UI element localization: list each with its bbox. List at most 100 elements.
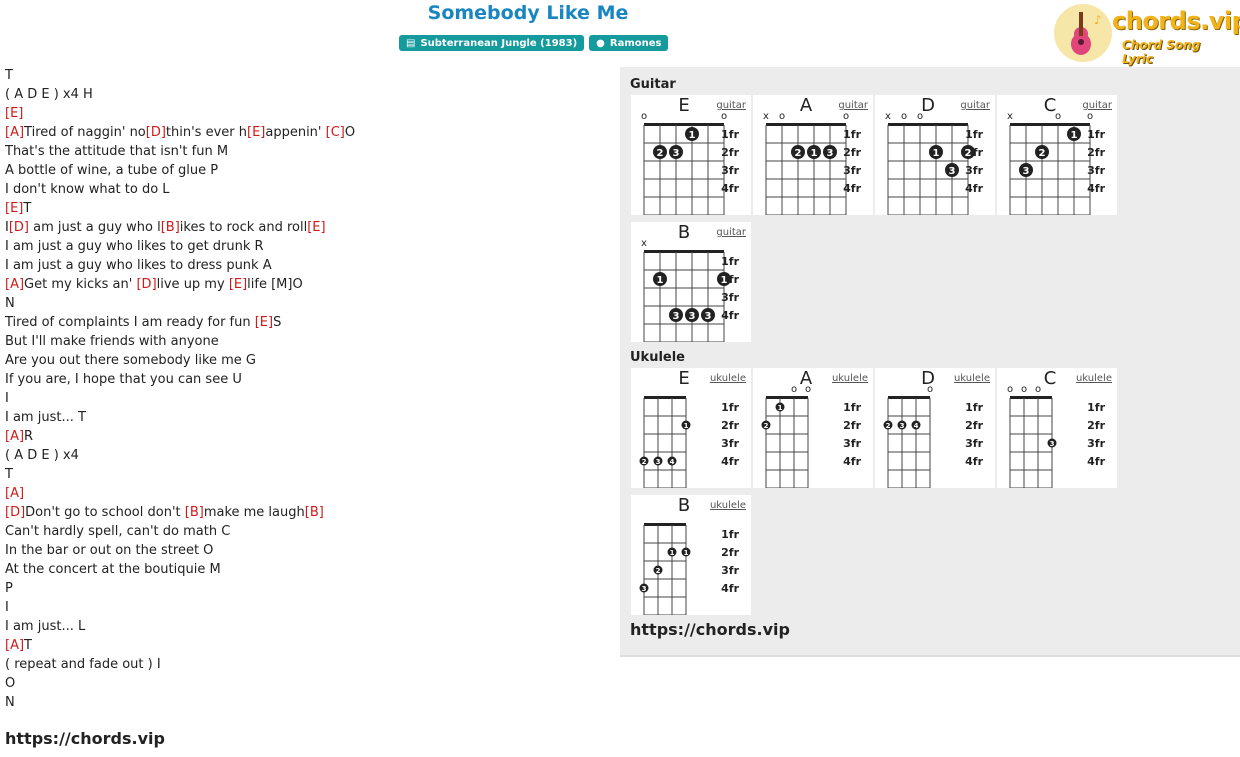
open-string-marker: o — [1055, 111, 1061, 122]
chord-tag[interactable]: [E] — [5, 106, 24, 121]
chord-tag[interactable]: [B] — [304, 505, 324, 520]
chord-name: C — [1043, 368, 1057, 389]
fret-label: 4fr — [721, 455, 739, 468]
ukulele-link[interactable]: ukulele — [709, 373, 746, 384]
panel-url[interactable]: https://chords.vip — [630, 620, 790, 639]
nut — [888, 123, 968, 126]
finger-number: 3 — [949, 166, 956, 177]
chord-tag[interactable]: [A] — [5, 486, 25, 501]
chord-tag[interactable]: [E] — [307, 220, 326, 235]
guitar-chord-card-D[interactable]: Dguitar1fr2fr3fr4frxoo123 — [875, 95, 995, 215]
fret-label: 2fr — [721, 419, 739, 432]
chord-tag[interactable]: [E] — [228, 277, 248, 292]
open-string-marker: o — [721, 111, 727, 122]
guitar-link[interactable]: guitar — [716, 100, 746, 111]
chord-tag[interactable]: [E] — [254, 315, 274, 330]
chord-tag[interactable]: [D] — [8, 220, 29, 235]
chord-tag[interactable]: [D] — [5, 505, 26, 520]
finger-number: 4 — [670, 458, 675, 466]
ukulele-link[interactable]: ukulele — [953, 373, 990, 384]
guitar-link[interactable]: guitar — [960, 100, 990, 111]
guitar-link[interactable]: guitar — [838, 100, 868, 111]
finger-number: 3 — [656, 458, 661, 466]
ukulele-link[interactable]: ukulele — [1075, 373, 1112, 384]
chord-tag[interactable]: [A] — [5, 277, 25, 292]
chord-tag[interactable]: [B] — [184, 505, 204, 520]
finger-dot — [701, 308, 715, 322]
lyric-text: If you are, I hope that you can see U — [5, 372, 242, 387]
finger-dot — [639, 456, 649, 466]
guitar-chord-card-B[interactable]: Bguitar1fr2fr3fr4frx11333 — [631, 222, 751, 342]
user-icon: ● — [596, 37, 605, 49]
album-label: Subterranean Jungle (1983) — [420, 37, 578, 49]
lyric-line: [A]T — [5, 636, 605, 655]
chord-tag[interactable]: [E] — [5, 201, 24, 216]
artist-badge[interactable]: ● Ramones — [589, 35, 669, 51]
chord-tag[interactable]: [E] — [247, 125, 266, 140]
fret-label: 1fr — [965, 401, 983, 414]
fret-label: 1fr — [721, 128, 739, 141]
fret-label: 1fr — [1087, 401, 1105, 414]
open-string-marker: o — [779, 111, 785, 122]
fret-label: 2fr — [843, 146, 861, 159]
chord-tag[interactable]: [A] — [5, 638, 25, 653]
fret-label: 3fr — [1087, 437, 1105, 450]
finger-number: 3 — [673, 311, 680, 322]
lyric-line: I[D] am just a guy who l[B]ikes to rock … — [5, 218, 605, 237]
fret-label: 4fr — [843, 455, 861, 468]
footer-url[interactable]: https://chords.vip — [5, 729, 165, 748]
fret-label: 4fr — [1087, 455, 1105, 468]
lyric-text: At the concert at the boutiquie M — [5, 562, 221, 577]
meta-badges: ▤ Subterranean Jungle (1983) ● Ramones — [399, 35, 669, 51]
lyric-line: At the concert at the boutiquie M — [5, 560, 605, 579]
guitar-link[interactable]: guitar — [1082, 100, 1112, 111]
lyric-text: Are you out there somebody like me G — [5, 353, 257, 368]
lyric-text: I am just... T — [5, 410, 86, 425]
chord-name: B — [677, 495, 691, 516]
lyric-text: S — [273, 315, 282, 330]
nut — [644, 523, 686, 526]
lyric-text: A bottle of wine, a tube of glue P — [5, 163, 219, 178]
chord-tag[interactable]: [A] — [5, 429, 25, 444]
lyric-line: [A]R — [5, 427, 605, 446]
lyric-line: That's the attitude that isn't fun M — [5, 142, 605, 161]
finger-number: 2 — [1039, 148, 1046, 159]
lyric-line: P — [5, 579, 605, 598]
finger-dot — [791, 145, 805, 159]
chord-tag[interactable]: [C] — [325, 125, 345, 140]
lyric-line: In the bar or out on the street O — [5, 541, 605, 560]
lyric-text: make me laugh — [203, 505, 305, 520]
lyric-line: I am just a guy who likes to get drunk R — [5, 237, 605, 256]
nut — [644, 396, 686, 399]
chord-tag[interactable]: [D] — [136, 277, 157, 292]
chord-tag[interactable]: [A] — [5, 125, 25, 140]
finger-dot — [653, 456, 663, 466]
ukulele-link[interactable]: ukulele — [709, 500, 746, 511]
guitar-link[interactable]: guitar — [716, 227, 746, 238]
album-badge[interactable]: ▤ Subterranean Jungle (1983) — [399, 35, 585, 51]
chord-tag[interactable]: [B] — [160, 220, 180, 235]
chord-tag[interactable]: [D] — [145, 125, 166, 140]
finger-number: 4 — [914, 422, 919, 430]
finger-number: 1 — [689, 130, 696, 141]
muted-string-marker: x — [885, 111, 891, 122]
nut — [644, 123, 724, 126]
lyric-line: But I'll make friends with anyone — [5, 332, 605, 351]
site-logo[interactable]: ♪ chords.vip Chord Song Lyric — [1054, 4, 1240, 66]
fret-label: 3fr — [1087, 164, 1105, 177]
lyric-text: I am just a guy who likes to get drunk R — [5, 239, 264, 254]
lyric-text: appenin' — [265, 125, 326, 140]
ukulele-link[interactable]: ukulele — [831, 373, 868, 384]
finger-number: 3 — [827, 148, 834, 159]
